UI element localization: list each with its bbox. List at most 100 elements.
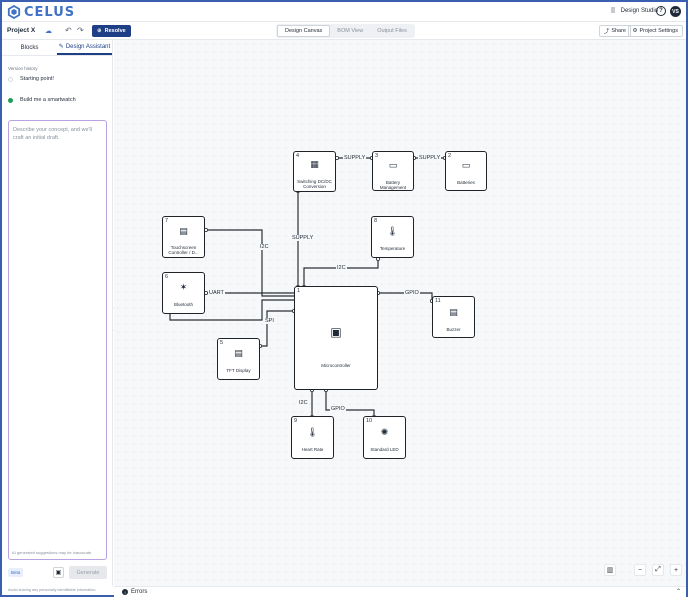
version-item-smartwatch[interactable]: Build me a smartwatch [8,97,76,103]
apps-grid-icon: ⠿ [610,8,616,15]
bluetooth-icon: ✶ [179,282,188,292]
block-number: 1 [297,288,301,294]
fit-view-icon: ⤢ [655,566,661,573]
block-battery-management[interactable]: 3 ▭ Battery Management [372,151,414,191]
led-icon: ✺ [380,427,389,437]
keypad-icon: ▤ [234,348,243,358]
connection-label-gpio: GPIO [330,406,346,412]
block-number: 6 [165,274,169,280]
tab-bom-view[interactable]: BOM View [337,28,364,34]
concept-prompt-input[interactable]: Describe your concept, and we'll craft a… [8,120,107,560]
design-studio-label: Design Studio [620,8,658,14]
block-switching-dcdc[interactable]: 4 ▦ Switching DC/DC Conversion [293,151,336,192]
share-icon: ⤴ [603,29,610,35]
thermometer-icon: 🌡 [386,226,399,236]
block-number: 7 [165,218,169,224]
beta-badge: Beta [8,568,24,577]
battery-icon: ▭ [461,160,471,170]
project-name[interactable]: Project X [7,27,36,34]
thermometer-icon: 🌡 [306,427,319,437]
block-label: Bluetooth [173,302,193,307]
share-button[interactable]: ⤴ Share [598,25,631,37]
version-label: Build me a smartwatch [20,97,76,103]
block-label: Buzzer [446,327,461,332]
zoom-out-button[interactable]: − [634,564,646,576]
celus-logo[interactable]: CELUS [7,4,76,20]
image-upload-icon[interactable]: ▣ [53,567,64,578]
block-touchscreen-controller[interactable]: 7 ▤ Touchscreen Controller / D... [162,216,205,258]
block-number: 2 [448,153,452,159]
tab-output-files[interactable]: Output Files [377,28,407,34]
block-heart-rate[interactable]: 9 🌡 Heart Rate [291,416,334,459]
block-label: Batteries [457,180,475,185]
avatar[interactable]: VS [670,6,681,17]
block-label: TFT Display [226,368,251,373]
prompt-placeholder: Describe your concept, and we'll craft a… [13,127,93,141]
sidebar: Blocks ✎ Design Assistant Version histor… [2,40,113,592]
logo-text: CELUS [24,4,76,20]
ai-disclaimer: AI generated suggestions may be inaccura… [12,550,93,555]
connection-label-spi: SPI [264,318,275,324]
cloud-sync-icon: ☁ [45,28,52,35]
redo-icon[interactable]: ↷ [77,26,84,35]
connection-label-i2c: I2C [259,244,270,250]
version-history-label: Version history [8,66,38,71]
block-label: Battery Management [379,180,407,190]
version-label: Starting point! [20,76,54,82]
errors-panel-toggle[interactable]: ! Errors ⌃ [114,586,686,597]
help-icon[interactable]: ? [656,6,666,16]
keypad-icon: ▤ [449,307,458,317]
undo-icon[interactable]: ↶ [65,26,72,35]
share-label: Share [611,28,626,34]
resolve-button[interactable]: ⊕ Resolve [92,25,131,37]
block-microcontroller[interactable]: 1 ▣ Microcontroller [294,286,378,390]
connection-label-uart: UART [208,290,225,296]
zoom-controls: − ⤢ + [634,564,682,576]
minimap-toggle-button[interactable]: ▥ [604,564,616,576]
tab-design-assistant[interactable]: ✎ Design Assistant [57,40,112,55]
design-canvas[interactable]: SUPPLY SUPPLY SUPPLY I2C I2C UART SPI GP… [114,40,686,586]
version-item-starting-point[interactable]: Starting point! [8,76,54,82]
top-header: CELUS ⠿ Design Studio ? VS [2,2,686,22]
privacy-note: Avoid sharing any personally identifiabl… [8,588,97,592]
map-icon: ▥ [606,567,614,574]
connection-label-supply: SUPPLY [291,235,315,241]
connection-label-supply: SUPPLY [418,155,442,161]
zoom-out-icon: − [637,566,643,574]
tab-design-canvas[interactable]: Design Canvas [277,25,331,37]
block-label: Switching DC/DC Conversion [297,179,332,189]
block-label: Touchscreen Controller / D... [168,245,199,255]
design-studio-menu[interactable]: ⠿ Design Studio [611,7,659,15]
block-label: Heart Rate [301,447,324,452]
block-number: 8 [374,218,378,224]
block-number: 4 [296,153,300,159]
fit-view-button[interactable]: ⤢ [652,564,664,576]
chip-icon: ▣ [330,325,342,339]
block-bluetooth[interactable]: 6 ✶ Bluetooth [162,272,205,314]
gear-icon: ⚙ [632,28,638,34]
block-temperature[interactable]: 8 🌡 Temperature [371,216,414,258]
block-number: 10 [366,418,373,424]
block-buzzer[interactable]: 11 ▤ Buzzer [432,296,475,338]
project-settings-label: Project Settings [639,28,678,34]
block-number: 5 [220,340,224,346]
generate-button[interactable]: Generate [69,566,107,579]
zoom-in-button[interactable]: + [670,564,682,576]
project-settings-button[interactable]: ⚙ Project Settings [627,25,683,37]
block-number: 9 [294,418,298,424]
tab-blocks[interactable]: Blocks [2,40,57,55]
keypad-icon: ▤ [179,226,188,236]
block-standard-led[interactable]: 10 ✺ Standard LED [363,416,406,459]
magic-wand-icon: ✎ [58,44,64,50]
celus-logo-icon [7,5,21,19]
version-dot-icon [8,76,13,82]
tab-design-assistant-label: Design Assistant [65,43,111,50]
block-number: 3 [375,153,379,159]
sidebar-tabs: Blocks ✎ Design Assistant [2,40,112,56]
plus-circle-icon: ⊕ [97,28,102,34]
chip-icon: ▦ [310,159,319,169]
block-label: Temperature [379,246,406,251]
block-batteries[interactable]: 2 ▭ Batteries [445,151,487,191]
block-tft-display[interactable]: 5 ▤ TFT Display [217,338,260,380]
error-icon: ! [122,589,128,595]
